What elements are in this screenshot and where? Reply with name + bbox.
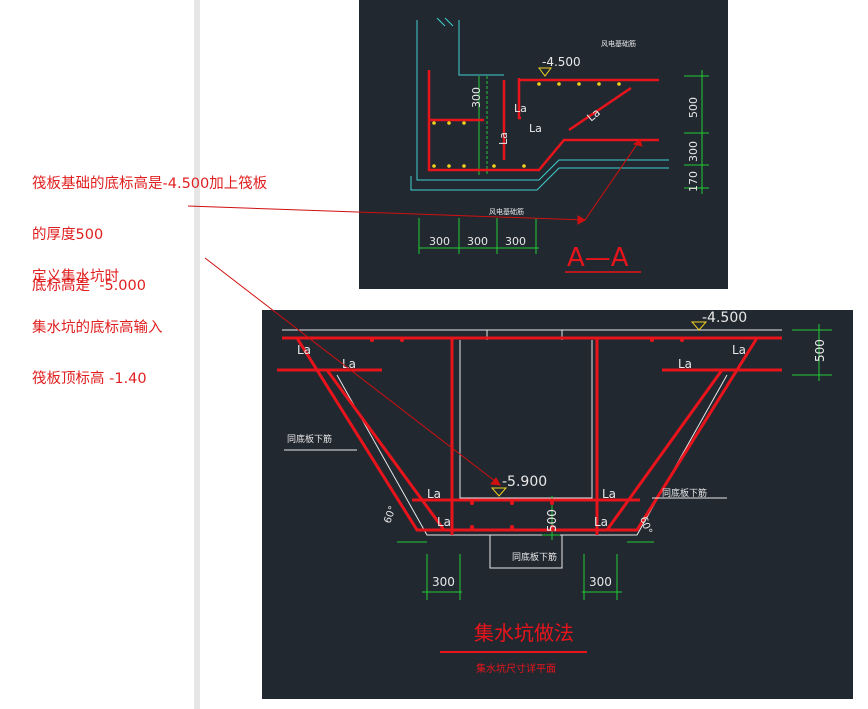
editor-gutter [194,0,200,709]
pit-la-1: La [297,343,311,357]
raft-note-line-2: 的厚度500 [32,227,104,243]
pit-la-5: La [427,487,441,501]
pit-title: 集水坑做法 [474,621,574,645]
pit-la-7: La [602,487,616,501]
aa-dim-300: 300 [687,141,700,162]
aa-top-label: 风电基础筋 [601,39,636,48]
pit-la-3: La [732,343,746,357]
pit-bottom-label: 同底板下筋 [512,551,557,563]
aa-elevation: -4.500 [542,55,581,69]
pit-la-6: La [437,515,451,529]
pit-dim-mid: 500 [545,509,559,532]
sump-pit-drawing: -4.500 -5.900 La La La La La La La La 同底… [262,310,853,699]
pit-slope-label-left: 同底板下筋 [287,433,332,445]
pit-la-2: La [342,357,356,371]
raft-elevation-note: 筏板基础的底标高是-4.500加上筏板 的厚度500 底标高是 -5.000 [32,142,267,312]
aa-dim-b1: 300 [429,235,450,248]
pit-note-line-3: 筏板顶标高 -1.40 [32,371,147,387]
section-aa-svg: -4.500 风电基础筋 风电基础筋 La La La La 500 300 1… [410,17,709,273]
raft-note-line-1: 筏板基础的底标高是-4.500加上筏板 [32,176,268,192]
pit-dim-b1: 300 [432,575,455,589]
aa-dim-500: 500 [687,97,700,118]
aa-dim-left-300: 300 [470,87,483,108]
aa-la-1: La [514,102,527,115]
pit-note-line-2: 集水坑的底标高输入 [32,320,163,336]
sump-pit-note: 定义集水坑时 集水坑的底标高输入 筏板顶标高 -1.40 [32,235,163,405]
sump-pit-svg: -4.500 -5.900 La La La La La La La La 同底… [277,310,832,675]
aa-la-3: La [497,132,510,145]
pit-la-4: La [678,357,692,371]
aa-dim-b2: 300 [467,235,488,248]
aa-la-2: La [529,122,542,135]
raft-note-line-3: 底标高是 -5.000 [32,278,146,294]
pit-dim-b2: 300 [589,575,612,589]
pit-subtitle: 集水坑尺寸详平面 [476,662,556,675]
pit-top-elevation: -4.500 [702,310,747,326]
aa-la-4: La [585,106,603,124]
pit-la-8: La [594,515,608,529]
pit-bottom-elevation: -5.900 [502,474,547,490]
pit-slope-label-right: 同底板下筋 [662,487,707,499]
aa-title: A—A [567,243,629,273]
pit-note-line-1: 定义集水坑时 [32,269,119,285]
aa-dim-170: 170 [687,171,700,192]
aa-bottom-label: 风电基础筋 [489,207,524,216]
section-aa-drawing: -4.500 风电基础筋 风电基础筋 La La La La 500 300 1… [359,0,728,289]
pit-dim-right: 500 [813,339,827,362]
aa-dim-b3: 300 [505,235,526,248]
